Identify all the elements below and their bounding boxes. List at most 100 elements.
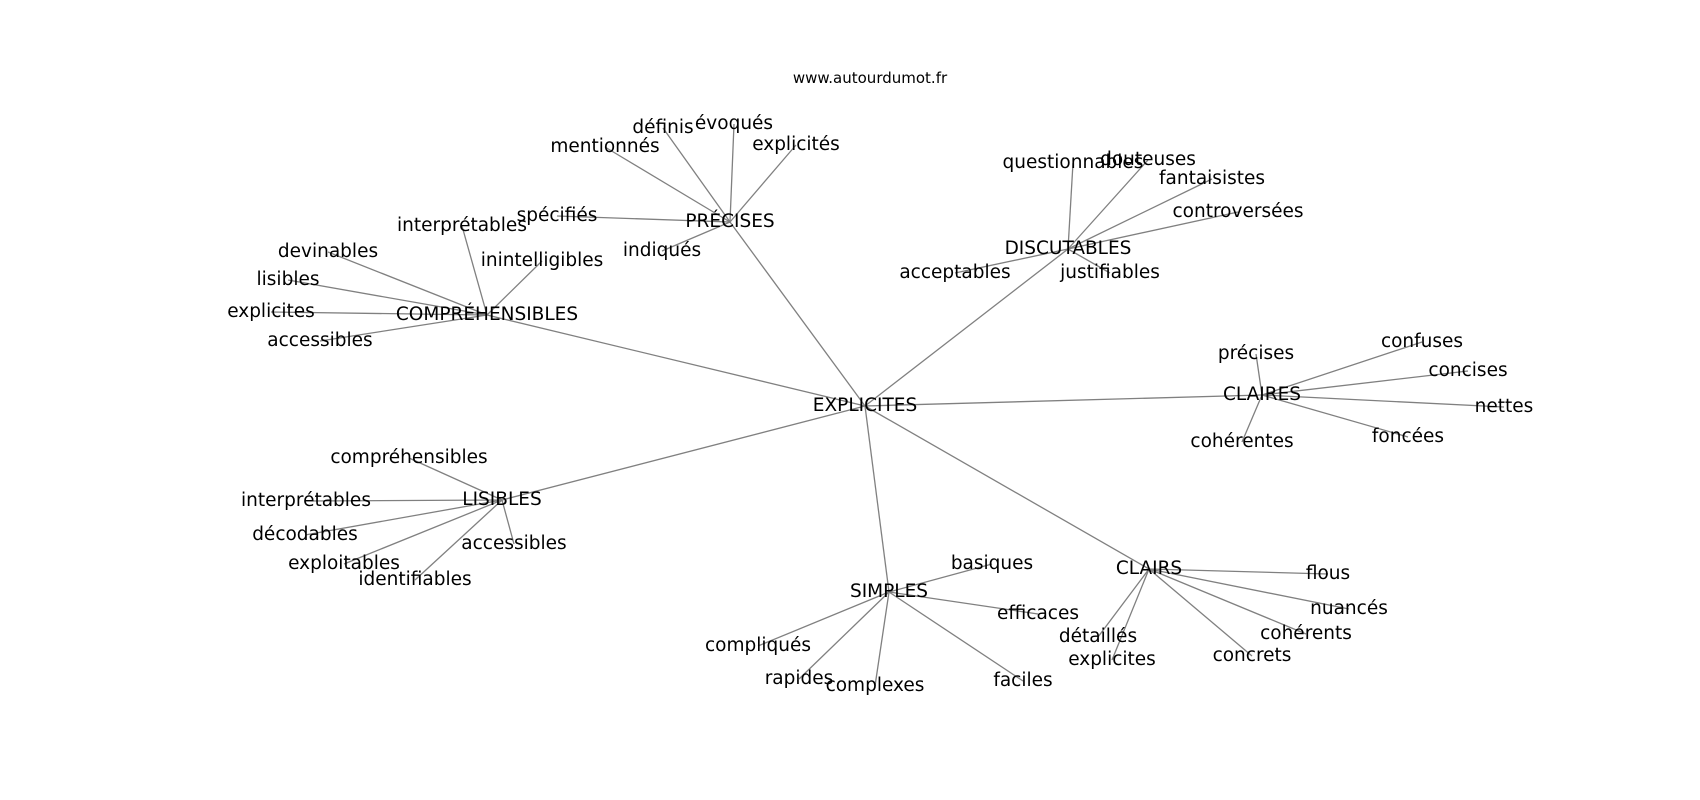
word-node[interactable]: basiques xyxy=(951,553,1033,574)
hub-node[interactable]: PRÉCISES xyxy=(685,210,774,232)
edge-hub-to-word xyxy=(1148,568,1253,657)
word-node[interactable]: exploitables xyxy=(288,553,400,574)
edge-hub-to-word xyxy=(461,225,488,316)
word-node[interactable]: indiqués xyxy=(623,240,701,261)
edge-center-to-hub xyxy=(729,221,866,407)
edge-hub-to-word xyxy=(954,248,1069,274)
word-node[interactable]: foncées xyxy=(1372,426,1444,447)
edge-hub-to-word xyxy=(662,127,731,223)
edge-hub-to-word xyxy=(661,221,731,252)
edge-hub-to-word xyxy=(556,215,731,223)
word-node[interactable]: spécifiés xyxy=(517,205,598,226)
edge-hub-to-word xyxy=(501,499,515,545)
edge-hub-to-word xyxy=(1111,568,1150,661)
word-node[interactable]: décodables xyxy=(252,524,358,545)
word-node[interactable]: acceptables xyxy=(899,262,1010,283)
center-node[interactable]: EXPLICITES xyxy=(813,395,917,416)
word-node[interactable]: efficaces xyxy=(997,603,1079,624)
word-node[interactable]: rapides xyxy=(765,668,834,689)
word-node[interactable]: compliqués xyxy=(705,635,811,656)
word-node[interactable]: complexes xyxy=(826,675,925,696)
edge-center-to-hub xyxy=(501,405,866,501)
word-node[interactable]: inintelligibles xyxy=(481,250,604,271)
word-node[interactable]: faciles xyxy=(993,670,1052,691)
edge-center-to-hub xyxy=(864,405,890,593)
edge-hub-to-word xyxy=(1261,394,1409,438)
edge-hub-to-word xyxy=(486,260,543,316)
edge-hub-to-word xyxy=(729,123,735,223)
word-node[interactable]: compréhensibles xyxy=(330,447,487,468)
edge-hub-to-word xyxy=(305,499,503,502)
word-node[interactable]: controversées xyxy=(1173,201,1304,222)
edge-hub-to-word xyxy=(1067,211,1239,250)
word-node[interactable]: accessibles xyxy=(267,330,372,351)
hub-node[interactable]: CLAIRES xyxy=(1223,384,1301,405)
edge-hub-to-word xyxy=(888,563,993,593)
word-node[interactable]: explicites xyxy=(1068,649,1156,670)
word-node[interactable]: accessibles xyxy=(461,533,566,554)
edge-hub-to-word xyxy=(1097,568,1150,638)
word-node[interactable]: fantaisistes xyxy=(1159,168,1265,189)
edge-hub-to-word xyxy=(888,591,1024,682)
edge-hub-to-word xyxy=(729,144,797,223)
word-node[interactable]: concrets xyxy=(1213,645,1292,666)
word-node[interactable]: interprétables xyxy=(241,490,371,511)
word-node[interactable]: confuses xyxy=(1381,331,1463,352)
word-node[interactable]: identifiables xyxy=(358,569,471,590)
word-node[interactable]: cohérentes xyxy=(1190,431,1293,452)
edge-hub-to-word xyxy=(1261,394,1505,408)
edge-hub-to-word xyxy=(287,279,488,316)
edge-hub-to-word xyxy=(1148,568,1329,575)
word-node[interactable]: flous xyxy=(1306,563,1350,584)
edge-hub-to-word xyxy=(757,591,890,647)
word-node[interactable]: justifiables xyxy=(1059,262,1160,283)
word-node[interactable]: mentionnés xyxy=(550,136,659,157)
hub-node[interactable]: DISCUTABLES xyxy=(1005,238,1132,259)
site-url: www.autourdumot.fr xyxy=(793,69,948,87)
word-node[interactable]: explicites xyxy=(227,301,315,322)
edge-hub-to-word xyxy=(1148,568,1350,610)
edge-hub-to-word xyxy=(327,251,488,316)
edge-hub-to-word xyxy=(1255,353,1263,396)
word-node[interactable]: nuancés xyxy=(1310,598,1388,619)
edge-hub-to-word xyxy=(1067,248,1111,274)
edge-hub-to-word xyxy=(604,146,731,223)
hub-node[interactable]: SIMPLES xyxy=(850,581,928,602)
hub-node[interactable]: LISIBLES xyxy=(462,489,541,510)
word-node[interactable]: devinables xyxy=(278,241,378,262)
word-node[interactable]: concises xyxy=(1428,360,1507,381)
edge-hub-to-word xyxy=(1067,178,1213,250)
edge-hub-to-word xyxy=(408,457,503,501)
edge-center-to-hub xyxy=(864,248,1069,407)
edge-hub-to-word xyxy=(1261,370,1469,396)
word-node[interactable]: explicités xyxy=(752,134,840,155)
word-node[interactable]: nettes xyxy=(1475,396,1534,417)
word-node[interactable]: évoqués xyxy=(695,113,773,134)
word-node[interactable]: douteuses xyxy=(1100,149,1196,170)
word-node[interactable]: précises xyxy=(1218,343,1294,364)
word-node[interactable]: définis xyxy=(632,117,693,138)
edge-hub-to-word xyxy=(319,314,488,342)
word-node[interactable]: questionnables xyxy=(1003,152,1144,173)
edge-center-to-hub xyxy=(486,314,866,407)
edge-hub-to-word xyxy=(798,591,890,680)
edge-hub-to-word xyxy=(343,499,503,565)
edge-hub-to-word xyxy=(1261,341,1423,396)
word-node[interactable]: cohérents xyxy=(1260,623,1352,644)
edge-hub-to-word xyxy=(874,591,890,687)
edge-center-to-hub xyxy=(864,394,1263,407)
edge-hub-to-word xyxy=(1067,162,1074,250)
word-node[interactable]: lisibles xyxy=(257,269,320,290)
edge-hub-to-word xyxy=(270,311,488,316)
edge-hub-to-word xyxy=(304,499,503,536)
hub-node[interactable]: CLAIRS xyxy=(1116,558,1182,579)
word-node[interactable]: interprétables xyxy=(397,215,527,236)
edge-hub-to-word xyxy=(888,591,1039,615)
word-node[interactable]: détaillés xyxy=(1059,626,1137,647)
edge-hub-to-word xyxy=(1241,394,1263,443)
edge-center-to-hub xyxy=(864,405,1150,570)
hub-node[interactable]: COMPRÉHENSIBLES xyxy=(396,303,578,325)
edge-hub-to-word xyxy=(1148,568,1307,635)
